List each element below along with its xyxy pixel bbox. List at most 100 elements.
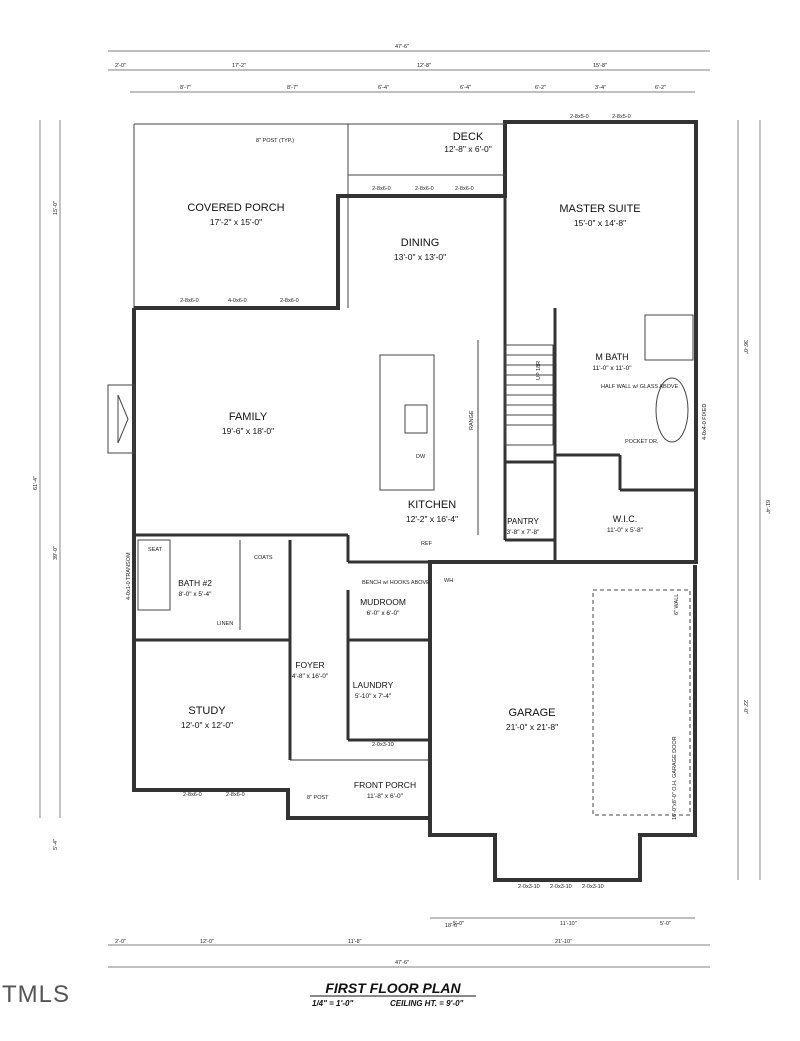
room-size-deck: 12'-8" x 6'-0" [444, 144, 492, 154]
room-size-front-porch: 11'-8" x 6'-0" [367, 793, 404, 800]
room-name-dining: DINING [401, 237, 440, 249]
win-porch-1: 2-8x6-0 [180, 298, 199, 304]
room-name-kitchen: KITCHEN [408, 499, 456, 511]
dim-bot-r2-2: 12'-0" [200, 939, 214, 945]
interior-walls [134, 196, 696, 816]
room-name-master-bath: M BATH [595, 352, 628, 362]
label-post: 8" POST [307, 795, 329, 801]
win-top-1: 2-8x5-0 [570, 114, 589, 120]
dim-top-2c: 6'-4" [378, 85, 389, 91]
win-porch-2: 4-0x6-0 [228, 298, 247, 304]
dim-top-2g: 6'-2" [655, 85, 666, 91]
room-name-covered-porch: COVERED PORCH [187, 202, 284, 214]
dim-left-overall: 61'-4" [33, 476, 39, 490]
label-post-typ: 8" POST (TYP.) [256, 138, 294, 144]
dim-top-4: 15'-8" [593, 63, 607, 69]
win-porch-3: 2-8x6-0 [280, 298, 299, 304]
label-half-wall: HALF WALL w/ GLASS ABOVE [601, 384, 679, 390]
bathtub [655, 377, 689, 443]
win-deck-1: 2-8x6-0 [372, 186, 391, 192]
mls-logo: TMLS [2, 981, 70, 1008]
dim-top-2b: 8'-7" [287, 85, 298, 91]
title-block: FIRST FLOOR PLAN 1/4" = 1'-0" CEILING HT… [310, 980, 476, 1008]
label-range: RANGE [469, 410, 475, 430]
room-size-covered-porch: 17'-2" x 15'-0" [210, 217, 262, 227]
label-ref: REF [421, 541, 433, 547]
room-name-bath2: BATH #2 [178, 578, 212, 588]
dim-bot-r2-3: 11'-8" [348, 939, 362, 945]
label-6-wall: 6" WALL [674, 594, 680, 615]
kitchen-island [379, 354, 435, 491]
room-name-wic: W.I.C. [613, 514, 638, 524]
label-garage-door: 16'-0"x8'-0" O.H. GARAGE DOOR [672, 736, 678, 820]
room-size-foyer: 4'-8" x 16'-0" [292, 673, 329, 680]
window-tags: 2-8x6-0 2-8x6-0 2-8x6-0 2-8x6-0 4-0x6-0 … [180, 186, 604, 890]
win-garage-3: 2-0x3-10 [582, 884, 604, 890]
bottom-dimensions: 5'-0" 11'-10" 5'-0" 2'-0" 12'-0" 11'-8" … [108, 917, 710, 968]
dim-top-2: 17'-2" [232, 63, 246, 69]
win-top-2: 2-8x5-0 [612, 114, 631, 120]
room-size-pantry: 3'-8" x 7'-8" [507, 529, 540, 536]
stairs [504, 344, 554, 446]
plan-scale: 1/4" = 1'-0" [312, 999, 353, 1008]
dim-right-2: 22'-0" [742, 700, 748, 714]
label-pocket: POCKET DR. [625, 439, 659, 445]
dim-top-2e: 6'-2" [535, 85, 546, 91]
room-name-laundry: LAUNDRY [353, 680, 394, 690]
dim-top-total: 47'-6" [395, 44, 409, 50]
dim-bot-1: 5'-0" [453, 921, 464, 927]
room-name-front-porch: FRONT PORCH [354, 780, 416, 790]
win-front-porch: 2-0x3-10 [372, 742, 394, 748]
exterior-walls [107, 120, 698, 882]
win-study-2: 2-8x6-0 [226, 792, 245, 798]
dim-top-2f: 3'-4" [595, 85, 606, 91]
plan-ceiling: CEILING HT. = 9'-0" [390, 999, 464, 1008]
label-up: UP 18R [536, 361, 542, 380]
dim-bot-total: 47'-6" [395, 960, 409, 966]
win-garage-2: 2-0x3-10 [550, 884, 572, 890]
room-size-garage: 21'-0" x 21'-8" [506, 722, 558, 732]
win-deck-3: 2-8x6-0 [455, 186, 474, 192]
room-name-garage: GARAGE [508, 707, 555, 719]
label-wh: WH [444, 578, 453, 584]
win-deck-2: 2-8x6-0 [415, 186, 434, 192]
room-size-kitchen: 12'-2" x 16'-4" [406, 514, 458, 524]
dim-top-1: 2'-0" [115, 63, 126, 69]
label-linen: LINEN [217, 621, 233, 627]
annotations: 8" POST (TYP.) 8" POST SEAT COATS LINEN … [126, 138, 708, 929]
room-name-study: STUDY [188, 705, 226, 717]
fireplace [107, 384, 135, 454]
win-study-1: 2-8x6-0 [183, 792, 202, 798]
room-name-family: FAMILY [229, 411, 268, 423]
dim-top-3: 12'-8" [417, 63, 431, 69]
dim-top-2a: 8'-7" [180, 85, 191, 91]
room-size-laundry: 5'-10" x 7'-4" [355, 693, 392, 700]
room-name-master-suite: MASTER SUITE [559, 203, 640, 215]
dim-bot-r2-1: 2'-0" [115, 939, 126, 945]
dim-top-2d: 6'-4" [460, 85, 471, 91]
room-name-mudroom: MUDROOM [360, 597, 406, 607]
room-size-wic: 11'-0" x 5'-8" [607, 527, 644, 534]
dim-bot-r2-4: 21'-10" [555, 939, 572, 945]
dim-bot-3: 5'-0" [660, 921, 671, 927]
room-size-dining: 13'-0" x 13'-0" [394, 252, 446, 262]
label-seat: SEAT [148, 547, 163, 553]
label-dw: DW [416, 454, 426, 460]
dim-right-overall: 61'-4" [764, 500, 770, 514]
room-size-master-bath: 11'-0" x 11'-0" [592, 365, 632, 372]
bath2-shower [137, 539, 171, 611]
dim-left-1: 15'-0" [53, 201, 59, 215]
dim-right-1: 36'-0" [742, 340, 748, 354]
room-size-bath2: 8'-0" x 5'-4" [179, 591, 212, 598]
shower [644, 314, 694, 361]
dim-left-3: 5'-4" [53, 839, 59, 850]
label-bench: BENCH w/ HOOKS ABOVE [362, 580, 430, 586]
room-size-mudroom: 6'-0" x 6'-0" [367, 610, 400, 617]
label-coats: COATS [254, 555, 273, 561]
dim-left-2: 39'-0" [53, 546, 59, 560]
sink [404, 404, 428, 434]
room-labels: COVERED PORCH 17'-2" x 15'-0" DECK 12'-8… [178, 131, 644, 800]
label-transom: 4-0x1-0 TRANSOM [126, 552, 132, 600]
room-size-family: 19'-6" x 18'-0" [222, 426, 274, 436]
